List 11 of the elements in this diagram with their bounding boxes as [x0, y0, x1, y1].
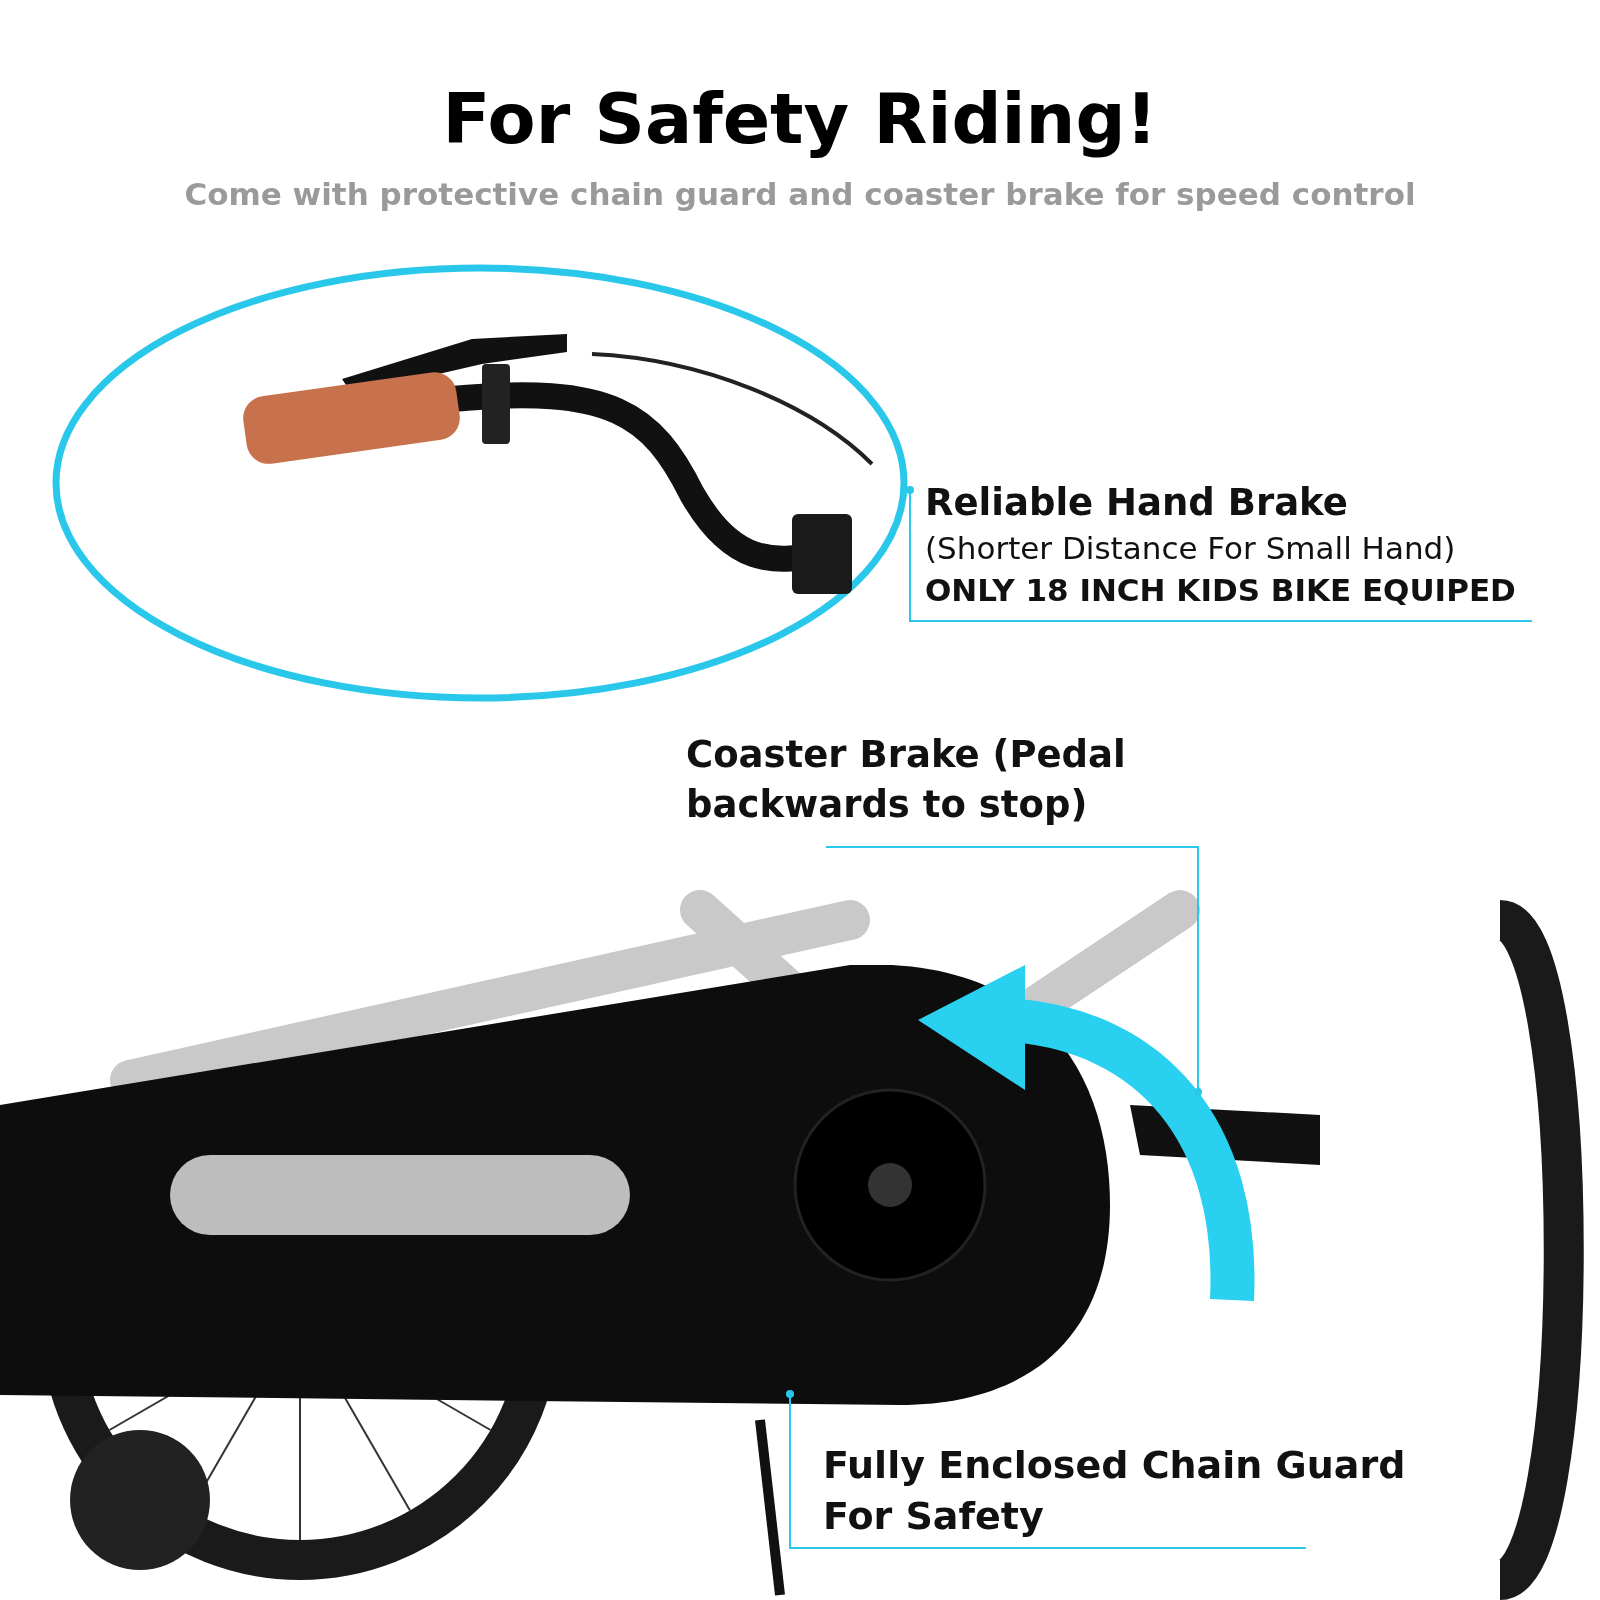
feature-heading: Fully Enclosed Chain Guard For Safety: [823, 1442, 1407, 1541]
feature-heading: Coaster Brake (Pedal backwards to stop): [686, 732, 1127, 828]
leader-line: [906, 486, 1533, 622]
leader-line: [825, 846, 1202, 1096]
leader-line: [786, 1390, 1307, 1549]
subtitle: Come with protective chain guard and coaster brake for speed control: [183, 176, 1417, 212]
handlebar-closeup-drawing: [52, 264, 908, 702]
feature-note: ONLY 18 INCH KIDS BIKE EQUIPED: [925, 570, 1517, 610]
feature-note: (Shorter Distance For Small Hand): [925, 528, 1457, 568]
page-title: For Safety Riding!: [441, 78, 1159, 160]
feature-heading: Reliable Hand Brake: [925, 480, 1349, 526]
